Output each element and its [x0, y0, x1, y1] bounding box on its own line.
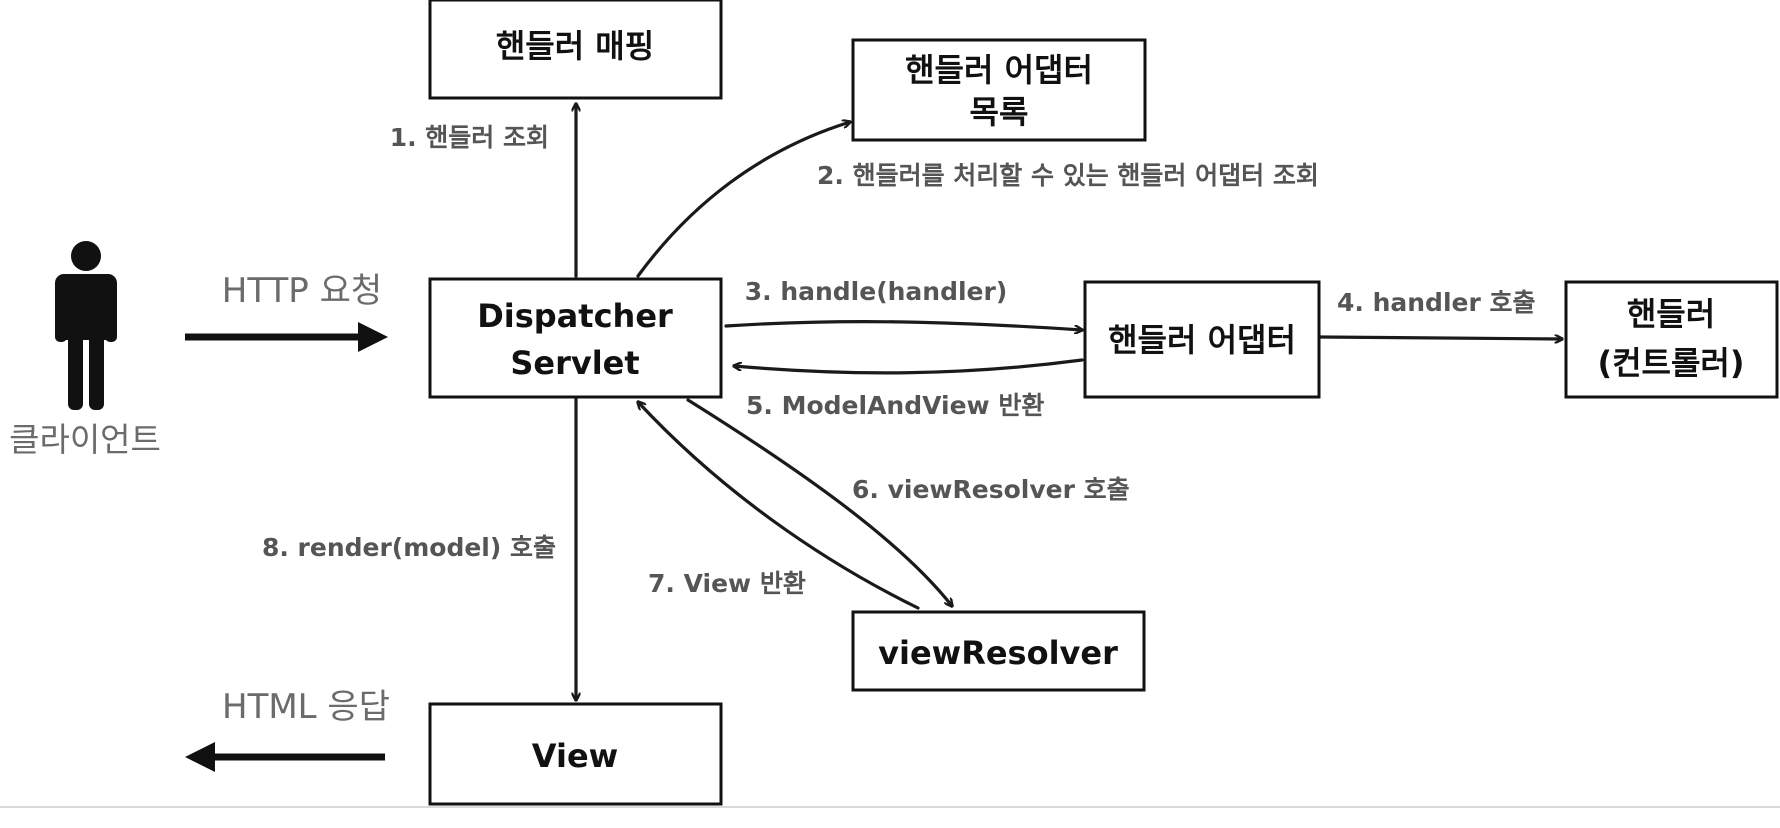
viewresolver-box: viewResolver	[851, 610, 1146, 692]
person-icon	[55, 241, 117, 410]
handler-label-2: (컨트롤러)	[1597, 344, 1744, 382]
handler-adapter-list-label-2: 목록	[970, 93, 1029, 131]
edge-8-render: 8. render(model) 호출	[262, 396, 576, 702]
handler-adapter-label: 핸들러 어댑터	[1108, 321, 1296, 359]
dispatcher-servlet-label-1: Dispatcher	[477, 297, 673, 335]
edge-6-label: 6. viewResolver 호출	[852, 475, 1130, 504]
handler-adapter-list-box: 핸들러 어댑터 목록	[851, 38, 1147, 142]
view-box: View	[428, 702, 723, 806]
handler-mapping-box: 핸들러 매핑	[428, 0, 723, 100]
handler-adapter-list-label-1: 핸들러 어댑터	[905, 51, 1093, 89]
view-label: View	[532, 737, 618, 775]
html-response-label: HTML 응답	[222, 687, 390, 727]
edge-2-label: 2. 핸들러를 처리할 수 있는 핸들러 어댑터 조회	[817, 161, 1319, 190]
edge-3-label: 3. handle(handler)	[745, 277, 1008, 306]
handler-box: 핸들러 (컨트롤러)	[1564, 280, 1779, 399]
edge-7-label: 7. View 반환	[648, 569, 806, 598]
client-label: 클라이언트	[9, 420, 161, 459]
edge-7-view-return: 7. View 반환	[638, 402, 920, 610]
http-request-label: HTTP 요청	[222, 271, 382, 311]
edge-3-handle: 3. handle(handler)	[724, 277, 1082, 330]
client-actor: 클라이언트	[9, 241, 161, 459]
handler-mapping-label: 핸들러 매핑	[496, 27, 654, 65]
dispatcher-servlet-box: Dispatcher Servlet	[428, 277, 723, 399]
edge-5-modelandview: 5. ModelAndView 반환	[734, 358, 1084, 420]
edge-4-handler-call: 4. handler 호출	[1318, 288, 1564, 339]
http-request: HTTP 요청	[185, 271, 388, 352]
edge-1-handler-lookup: 1. 핸들러 조회	[390, 102, 576, 278]
dispatcher-servlet-label-2: Servlet	[510, 344, 639, 382]
viewresolver-label: viewResolver	[878, 634, 1118, 672]
bottom-divider	[0, 806, 1780, 808]
handler-adapter-box: 핸들러 어댑터	[1083, 280, 1321, 399]
edge-6-viewresolver-call: 6. viewResolver 호출	[686, 398, 1130, 606]
html-response: HTML 응답	[185, 687, 390, 772]
edge-5-label: 5. ModelAndView 반환	[746, 391, 1044, 420]
handler-label-1: 핸들러	[1627, 295, 1715, 333]
edge-8-label: 8. render(model) 호출	[262, 533, 556, 562]
edge-1-label: 1. 핸들러 조회	[390, 123, 549, 152]
edge-4-label: 4. handler 호출	[1337, 288, 1536, 317]
edge-2-adapter-lookup: 2. 핸들러를 처리할 수 있는 핸들러 어댑터 조회	[636, 122, 1319, 278]
